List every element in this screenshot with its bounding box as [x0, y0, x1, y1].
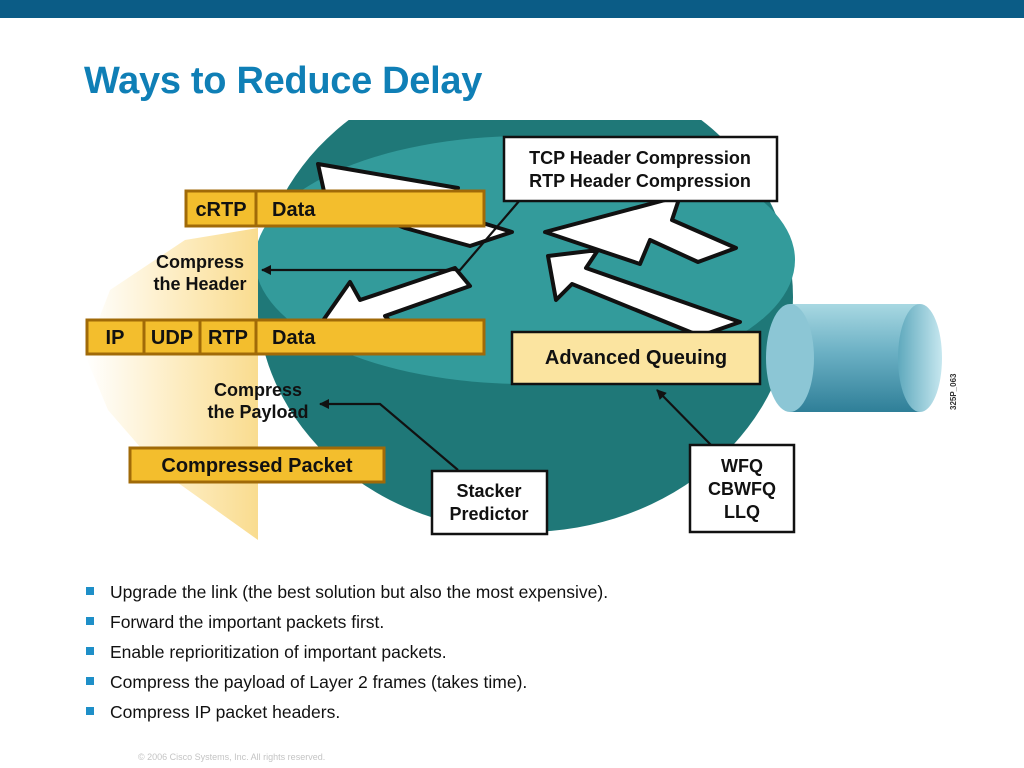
top-bar [0, 0, 1024, 18]
tcp-header-compression-label: TCP Header Compression [529, 148, 751, 168]
full-packet: IP UDP RTP Data [85, 318, 486, 356]
crtp-data-cell: Data [272, 199, 316, 221]
router-diagram: 325P_063 cRTP Data IP UDP RTP Data Compr… [85, 120, 958, 540]
payload-data-cell: Data [272, 327, 316, 349]
queuing-arrow [656, 389, 713, 447]
stacker-arrow [319, 399, 459, 471]
predictor-label: Predictor [449, 504, 528, 524]
ip-cell: IP [106, 327, 125, 349]
compress-payload-line2: the Payload [207, 402, 308, 422]
queuing-methods-box: WFQ CBWFQ LLQ [688, 443, 796, 534]
stacker-predictor-box: Stacker Predictor [430, 469, 549, 536]
crtp-cell: cRTP [195, 199, 246, 221]
bullet-text: Compress the payload of Layer 2 frames (… [110, 672, 528, 692]
bullet-list: Upgrade the link (the best solution but … [86, 578, 608, 728]
bullet-item: Enable reprioritization of important pac… [86, 638, 608, 668]
rtp-header-compression-label: RTP Header Compression [529, 171, 751, 191]
advanced-queuing-label: Advanced Queuing [545, 347, 727, 369]
wfq-label: WFQ [721, 456, 763, 476]
bullet-square-icon [86, 707, 94, 715]
cbwfq-label: CBWFQ [708, 479, 776, 499]
bullet-text: Upgrade the link (the best solution but … [110, 582, 609, 602]
bullet-item: Compress IP packet headers. [86, 698, 608, 728]
compressed-packet-label: Compressed Packet [161, 455, 353, 477]
stacker-label: Stacker [456, 481, 521, 501]
bullet-square-icon [86, 677, 94, 685]
crtp-packet: cRTP Data [184, 189, 486, 228]
header-compression-box: TCP Header Compression RTP Header Compre… [502, 135, 779, 203]
bullet-item: Upgrade the link (the best solution but … [86, 578, 608, 608]
compress-payload-line1: Compress [214, 380, 302, 400]
bullet-text: Enable reprioritization of important pac… [110, 642, 447, 662]
link-cylinder [766, 304, 942, 412]
advanced-queuing-box: Advanced Queuing [510, 330, 762, 386]
bullet-item: Forward the important packets first. [86, 608, 608, 638]
figure-id: 325P_063 [949, 373, 958, 410]
header-compression-arrow [261, 199, 521, 275]
compress-header-line2: the Header [153, 274, 246, 294]
bullet-square-icon [86, 617, 94, 625]
compressed-packet: Compressed Packet [128, 446, 386, 484]
bullet-square-icon [86, 587, 94, 595]
bullet-text: Forward the important packets first. [110, 612, 385, 632]
bullet-item: Compress the payload of Layer 2 frames (… [86, 668, 608, 698]
rtp-cell: RTP [208, 327, 248, 349]
copyright-footer: © 2006 Cisco Systems, Inc. All rights re… [138, 752, 326, 762]
llq-label: LLQ [724, 502, 760, 522]
compress-header-line1: Compress [156, 252, 244, 272]
udp-cell: UDP [151, 327, 193, 349]
bullet-square-icon [86, 647, 94, 655]
bullet-text: Compress IP packet headers. [110, 702, 341, 722]
slide-title: Ways to Reduce Delay [84, 60, 483, 102]
